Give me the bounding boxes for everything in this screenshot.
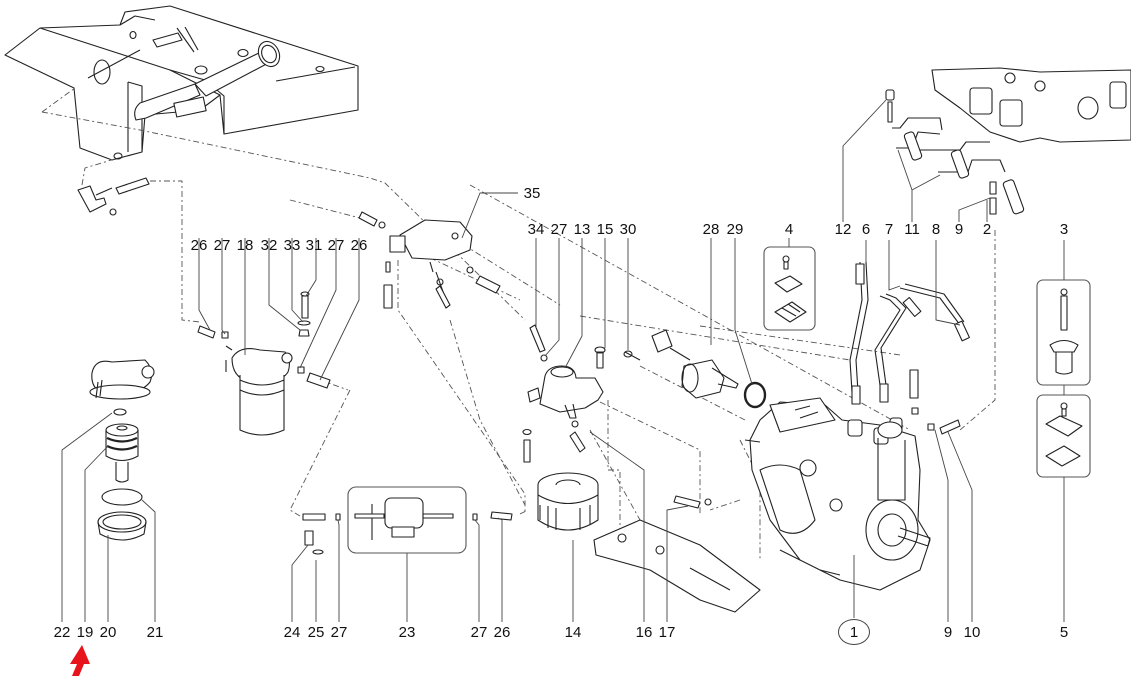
injection-pump-1 xyxy=(744,397,931,591)
callout-22[interactable]: 22 xyxy=(53,624,71,641)
callout-34[interactable]: 34 xyxy=(527,221,545,238)
callout-25[interactable]: 25 xyxy=(307,624,325,641)
callout-32[interactable]: 32 xyxy=(260,237,278,254)
callout-12[interactable]: 12 xyxy=(834,221,852,238)
callout-26[interactable]: 26 xyxy=(493,624,511,641)
callout-27[interactable]: 27 xyxy=(470,624,488,641)
callout-27[interactable]: 27 xyxy=(327,237,345,254)
callout-13[interactable]: 13 xyxy=(573,221,591,238)
callout-20[interactable]: 20 xyxy=(99,624,117,641)
callout-23[interactable]: 23 xyxy=(398,624,416,641)
injector-kit-box-3 xyxy=(1036,279,1091,386)
callout-8[interactable]: 8 xyxy=(931,221,941,238)
callout-16[interactable]: 16 xyxy=(635,624,653,641)
callout-24[interactable]: 24 xyxy=(283,624,301,641)
callout-18[interactable]: 18 xyxy=(236,237,254,254)
callout-26[interactable]: 26 xyxy=(350,237,368,254)
fuel-tank xyxy=(4,5,359,216)
callout-27[interactable]: 27 xyxy=(213,237,231,254)
callout-29[interactable]: 29 xyxy=(726,221,744,238)
highlight-arrow xyxy=(70,645,90,676)
callout-1[interactable]: 1 xyxy=(838,619,870,645)
callout-9[interactable]: 9 xyxy=(943,624,953,641)
callout-15[interactable]: 15 xyxy=(596,221,614,238)
injectors xyxy=(885,89,1025,215)
callout-21[interactable]: 21 xyxy=(146,624,164,641)
callout-3[interactable]: 3 xyxy=(1059,221,1069,238)
leader-lines xyxy=(61,99,1065,622)
callout-28[interactable]: 28 xyxy=(702,221,720,238)
callout-11[interactable]: 11 xyxy=(904,221,920,238)
callout-19[interactable]: 19 xyxy=(76,624,94,641)
callout-7[interactable]: 7 xyxy=(884,221,894,238)
callout-2[interactable]: 2 xyxy=(982,221,992,238)
callout-4[interactable]: 4 xyxy=(784,221,794,238)
callout-17[interactable]: 17 xyxy=(658,624,676,641)
callout-14[interactable]: 14 xyxy=(564,624,582,641)
injection-pipes xyxy=(849,261,970,435)
bracket-kit-box-4 xyxy=(763,246,816,331)
callout-30[interactable]: 30 xyxy=(619,221,637,238)
callout-6[interactable]: 6 xyxy=(861,221,871,238)
callout-27[interactable]: 27 xyxy=(330,624,348,641)
bracket-kit-box-5 xyxy=(1036,394,1091,478)
callout-26[interactable]: 26 xyxy=(190,237,208,254)
callout-33[interactable]: 33 xyxy=(283,237,301,254)
cylinder-head xyxy=(931,67,1131,143)
pump-support-plate xyxy=(593,495,761,613)
pump-bracket-35 xyxy=(358,211,501,309)
callout-27[interactable]: 27 xyxy=(550,221,568,238)
callout-35[interactable]: 35 xyxy=(523,185,541,202)
callout-5[interactable]: 5 xyxy=(1059,624,1069,641)
callout-31[interactable]: 31 xyxy=(305,237,323,254)
callout-10[interactable]: 10 xyxy=(963,624,981,641)
callout-9[interactable]: 9 xyxy=(954,221,964,238)
pre-filter-18 xyxy=(197,291,331,436)
stop-solenoid-28 xyxy=(623,329,767,409)
filter-assembly-left xyxy=(89,359,155,541)
filter-head-13 xyxy=(522,324,606,531)
fuel-pump-box-23 xyxy=(302,486,513,555)
